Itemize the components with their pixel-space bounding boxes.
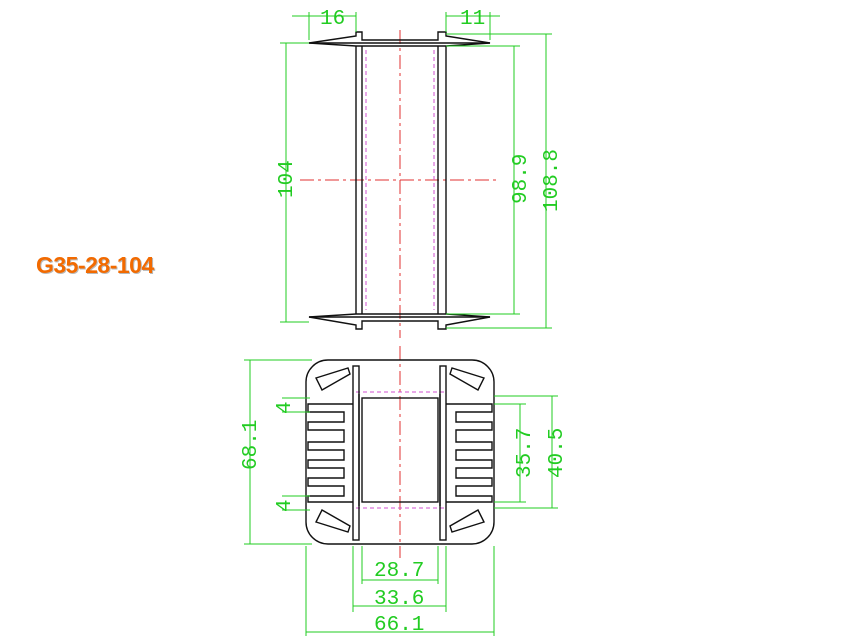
rib-top-right [449, 367, 485, 391]
dim-height-68-1: 68.1 [240, 359, 312, 545]
dim-inner-height-40-5: 40.5 [494, 395, 569, 509]
dim-text-35-7: 35.7 [514, 428, 537, 478]
bottom-flange [308, 313, 491, 330]
dim-overall-height: 108.8 [446, 33, 564, 329]
rib-top-left [315, 367, 351, 391]
dim-inner-width: 33.6 [352, 546, 447, 612]
dim-inner-height: 98.9 [446, 45, 533, 315]
dim-window-height: 35.7 [494, 403, 537, 503]
rib-bottom-left [315, 509, 351, 533]
dim-text-68-1: 68.1 [240, 420, 263, 470]
dim-overall-width: 66.1 [305, 546, 495, 637]
top-view: 16 11 104 98.9 108.8 [276, 8, 564, 338]
dim-text-108-8: 108.8 [541, 149, 564, 212]
part-number-label: G35-28-104 [36, 252, 154, 278]
dim-text-11: 11 [460, 8, 485, 31]
comb-left [307, 403, 353, 503]
dim-slot-bottom: 4 [274, 495, 310, 512]
top-flange [308, 31, 491, 47]
dim-text-4-top: 4 [274, 401, 297, 414]
dim-text-104: 104 [276, 160, 299, 198]
dim-text-66-1: 66.1 [374, 614, 424, 637]
end-view-outline [305, 359, 495, 545]
core-window [361, 397, 439, 503]
dim-height-104: 104 [276, 42, 309, 323]
dim-flange-left: 16 [292, 8, 357, 40]
bottom-view: 68.1 4 4 35.7 40.5 [240, 346, 569, 637]
comb-right [446, 403, 493, 503]
dim-text-40-5: 40.5 [546, 428, 569, 478]
dim-text-33-6: 33.6 [374, 588, 424, 611]
dim-window-width: 28.7 [361, 546, 439, 584]
dim-text-98-9: 98.9 [510, 154, 533, 204]
dim-flange-right: 11 [445, 8, 500, 40]
dim-slot-top: 4 [274, 397, 310, 414]
dim-text-4-bottom: 4 [274, 499, 297, 512]
dim-text-28-7: 28.7 [374, 560, 424, 583]
dim-text-16: 16 [320, 8, 345, 31]
rib-bottom-right [449, 509, 485, 533]
